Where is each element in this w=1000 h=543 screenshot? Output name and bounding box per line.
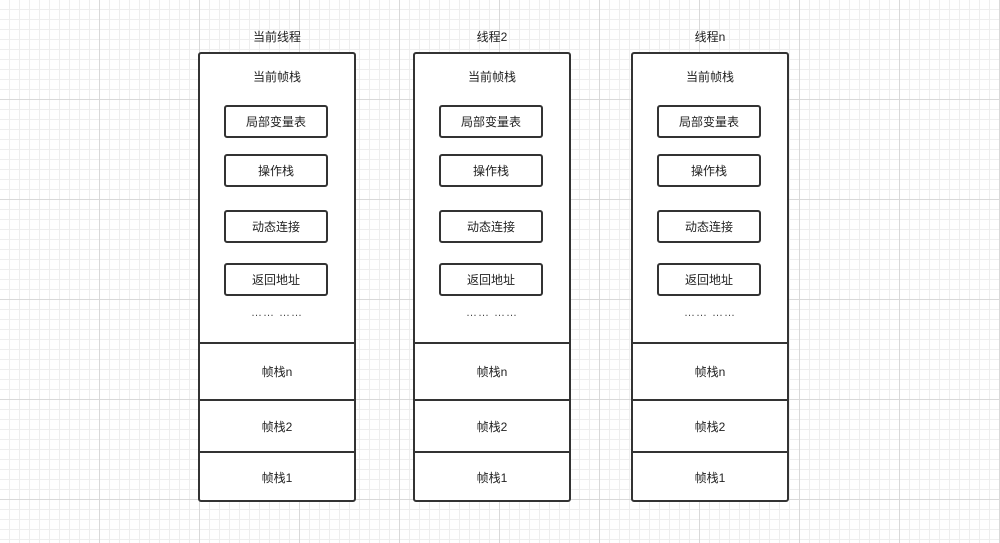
dynamic-linking-box: 动态连接 [657, 210, 761, 243]
ellipsis: …… …… [250, 307, 304, 319]
frame-section-1: 帧栈1 [633, 451, 787, 502]
frame-section-1: 帧栈1 [200, 451, 354, 502]
frame-section-2: 帧栈2 [633, 399, 787, 451]
frame-section-1: 帧栈1 [415, 451, 569, 502]
operand-stack-box: 操作栈 [657, 154, 761, 187]
thread-stack: 当前帧栈 局部变量表 操作栈 动态连接 返回地址 …… …… 帧栈n 帧栈2 帧… [413, 52, 571, 502]
dynamic-linking-box: 动态连接 [224, 210, 328, 243]
return-address-box: 返回地址 [439, 263, 543, 296]
thread-column-n: 线程n 当前帧栈 局部变量表 操作栈 动态连接 返回地址 …… …… 帧栈n 帧… [631, 26, 789, 502]
thread-title: 线程n [694, 30, 726, 44]
thread-stack: 当前帧栈 局部变量表 操作栈 动态连接 返回地址 …… …… 帧栈n 帧栈2 帧… [198, 52, 356, 502]
frame-section-n: 帧栈n [200, 342, 354, 399]
thread-stack: 当前帧栈 局部变量表 操作栈 动态连接 返回地址 …… …… 帧栈n 帧栈2 帧… [631, 52, 789, 502]
thread-title: 线程2 [476, 30, 508, 44]
thread-title: 当前线程 [252, 30, 301, 44]
current-frame-title: 当前帧栈 [252, 70, 301, 84]
frame-section-n: 帧栈n [415, 342, 569, 399]
current-frame-title: 当前帧栈 [685, 70, 734, 84]
frame-section-2: 帧栈2 [415, 399, 569, 451]
local-variable-table-box: 局部变量表 [657, 105, 761, 138]
return-address-box: 返回地址 [224, 263, 328, 296]
operand-stack-box: 操作栈 [224, 154, 328, 187]
ellipsis: …… …… [465, 307, 519, 319]
return-address-box: 返回地址 [657, 263, 761, 296]
local-variable-table-box: 局部变量表 [439, 105, 543, 138]
frame-section-n: 帧栈n [633, 342, 787, 399]
dynamic-linking-box: 动态连接 [439, 210, 543, 243]
thread-column-2: 线程2 当前帧栈 局部变量表 操作栈 动态连接 返回地址 …… …… 帧栈n 帧… [413, 26, 571, 502]
local-variable-table-box: 局部变量表 [224, 105, 328, 138]
current-frame-title: 当前帧栈 [467, 70, 516, 84]
frame-section-2: 帧栈2 [200, 399, 354, 451]
ellipsis: …… …… [683, 307, 737, 319]
thread-column-current: 当前线程 当前帧栈 局部变量表 操作栈 动态连接 返回地址 …… …… 帧栈n … [198, 26, 356, 502]
operand-stack-box: 操作栈 [439, 154, 543, 187]
